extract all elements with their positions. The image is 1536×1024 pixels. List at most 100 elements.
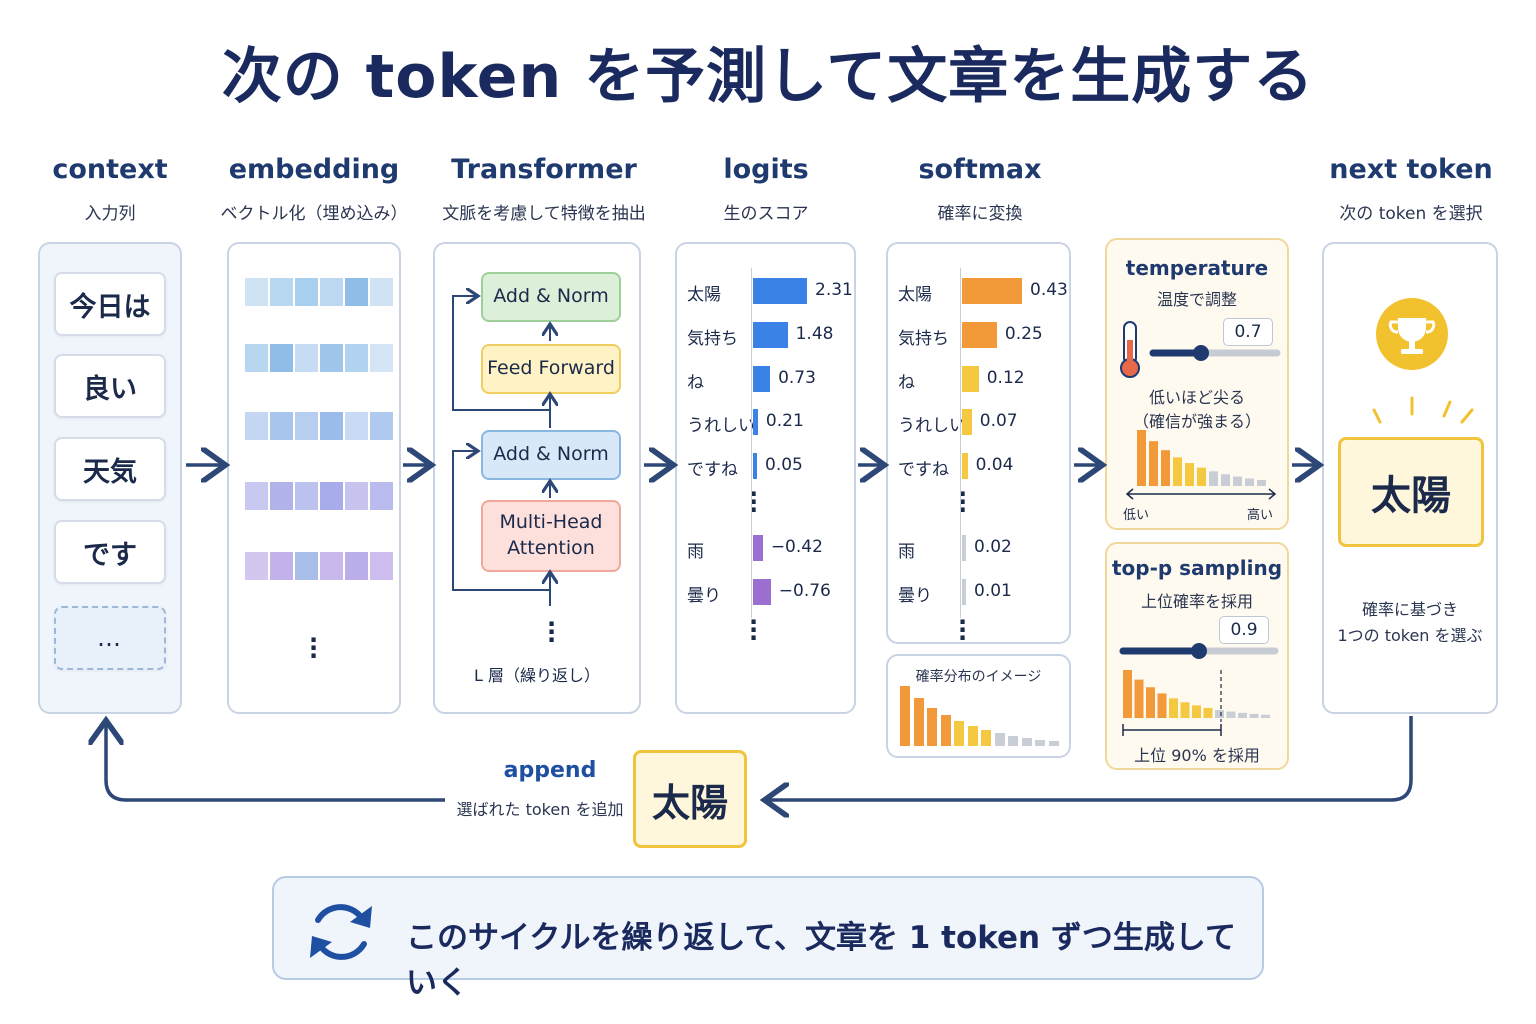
prob-more: ···	[958, 608, 968, 652]
mini-bar	[1169, 698, 1178, 718]
logit-value: −0.42	[770, 537, 823, 557]
temperature-note-2: （確信が強まる）	[1132, 412, 1261, 431]
temperature-slider-handle	[1193, 345, 1209, 361]
embedding-cell	[320, 278, 343, 306]
top-p-heading: top-p sampling	[1111, 556, 1283, 580]
distribution-bar	[913, 698, 924, 746]
embedding-cell	[370, 412, 393, 440]
mini-bar	[1173, 457, 1182, 486]
mini-bar	[1157, 693, 1167, 718]
logit-more: ···	[749, 480, 759, 524]
embedding-cell	[370, 552, 393, 580]
prob-label: 気持ち	[898, 329, 949, 349]
prob-axis	[960, 268, 961, 618]
embedding-cell	[320, 482, 343, 510]
temperature-slider-graphic	[1120, 321, 1281, 500]
mini-bar	[1261, 714, 1270, 718]
logit-bar	[753, 322, 788, 348]
prob-label: ですね	[898, 460, 949, 480]
thermometer-icon	[1120, 321, 1140, 378]
prob-label: 太陽	[898, 285, 932, 305]
prob-bar	[962, 409, 972, 435]
top-p-note: 上位 90% を採用	[1134, 746, 1260, 765]
context-token-4: です	[54, 520, 166, 584]
prob-bar	[962, 535, 966, 561]
context-heading: context	[52, 154, 168, 185]
embedding-cell	[370, 482, 393, 510]
temperature-heading: temperature	[1125, 256, 1269, 280]
logit-label: 太陽	[687, 285, 721, 305]
prob-label: うれしい	[898, 416, 966, 436]
embedding-cell	[295, 344, 318, 372]
transformer-header: Transformer 文脈を考慮して特徴を抽出	[424, 154, 664, 224]
embedding-cell	[270, 552, 293, 580]
embedding-cell	[370, 278, 393, 306]
context-token-placeholder: …	[54, 606, 166, 670]
context-panel: 今日は 良い 天気 です …	[38, 242, 182, 714]
distribution-bar	[1008, 735, 1018, 746]
context-token-1: 今日は	[54, 272, 166, 336]
logit-value: 0.73	[778, 368, 816, 388]
prob-bar	[962, 278, 1022, 304]
distribution-bar	[981, 730, 991, 746]
embedding-cell	[270, 412, 293, 440]
cycle-text: このサイクルを繰り返して、文章を 1 token ずつ生成していく	[406, 920, 1236, 1001]
mini-bar	[1185, 463, 1194, 486]
logits-heading: logits	[723, 154, 809, 185]
logit-label: 気持ち	[687, 329, 738, 349]
prob-bar	[962, 579, 966, 605]
embedding-cell	[370, 344, 393, 372]
append-heading: append	[503, 758, 597, 783]
temperature-high-label: 高い	[1246, 508, 1273, 523]
next-token-subheading: 次の token を選択	[1339, 204, 1483, 224]
prob-value: 0.25	[1004, 324, 1043, 344]
next-token-note-1: 確率に基づき	[1361, 600, 1458, 619]
distribution-bar	[1048, 740, 1059, 746]
embedding-vector	[245, 482, 395, 510]
mini-bar	[1197, 467, 1206, 486]
prob-value: 0.04	[975, 455, 1014, 475]
append-token: 太陽	[633, 750, 747, 848]
transformer-internal-arrows	[452, 296, 550, 606]
embedding-cell	[295, 412, 318, 440]
logit-bar	[753, 409, 758, 435]
cycle-banner: このサイクルを繰り返して、文章を 1 token ずつ生成していく	[272, 876, 1264, 1001]
embedding-cell	[245, 344, 268, 372]
embedding-cell	[345, 344, 368, 372]
distribution-bar	[940, 715, 951, 746]
temperature-low-label: 低い	[1123, 508, 1150, 523]
mini-bar	[1233, 476, 1242, 486]
prob-value: 0.07	[979, 411, 1018, 431]
embedding-cell	[270, 278, 293, 306]
mini-bar	[1180, 702, 1190, 718]
mini-bar	[1249, 713, 1259, 718]
prob-value: 0.43	[1030, 280, 1068, 300]
arrow-append-context	[106, 724, 445, 802]
embedding-cell	[245, 412, 268, 440]
embedding-more: ···	[309, 626, 319, 670]
prob-label: 曇り	[898, 586, 932, 606]
cycle-icon	[310, 904, 372, 960]
prob-bar	[962, 366, 979, 392]
embedding-vector	[245, 412, 395, 440]
transformer-heading: Transformer	[451, 154, 637, 185]
transformer-panel: Add & Norm Feed Forward Add & Norm Multi…	[433, 242, 641, 714]
mini-bar	[1203, 707, 1213, 718]
embedding-cell	[320, 412, 343, 440]
prob-label: ね	[898, 373, 915, 393]
logit-label: 雨	[687, 542, 704, 562]
next-token-panel: 太陽 確率に基づき 1つの token を選ぶ	[1322, 242, 1498, 714]
append-subheading: 選ばれた token を追加	[456, 800, 624, 819]
logits-subheading: 生のスコア	[723, 204, 809, 224]
embedding-cell	[245, 552, 268, 580]
logit-bar	[753, 278, 807, 304]
distribution-bar	[927, 707, 937, 746]
prob-bar	[962, 453, 968, 479]
sparkle-icon	[1372, 396, 1474, 424]
embedding-cell	[245, 482, 268, 510]
